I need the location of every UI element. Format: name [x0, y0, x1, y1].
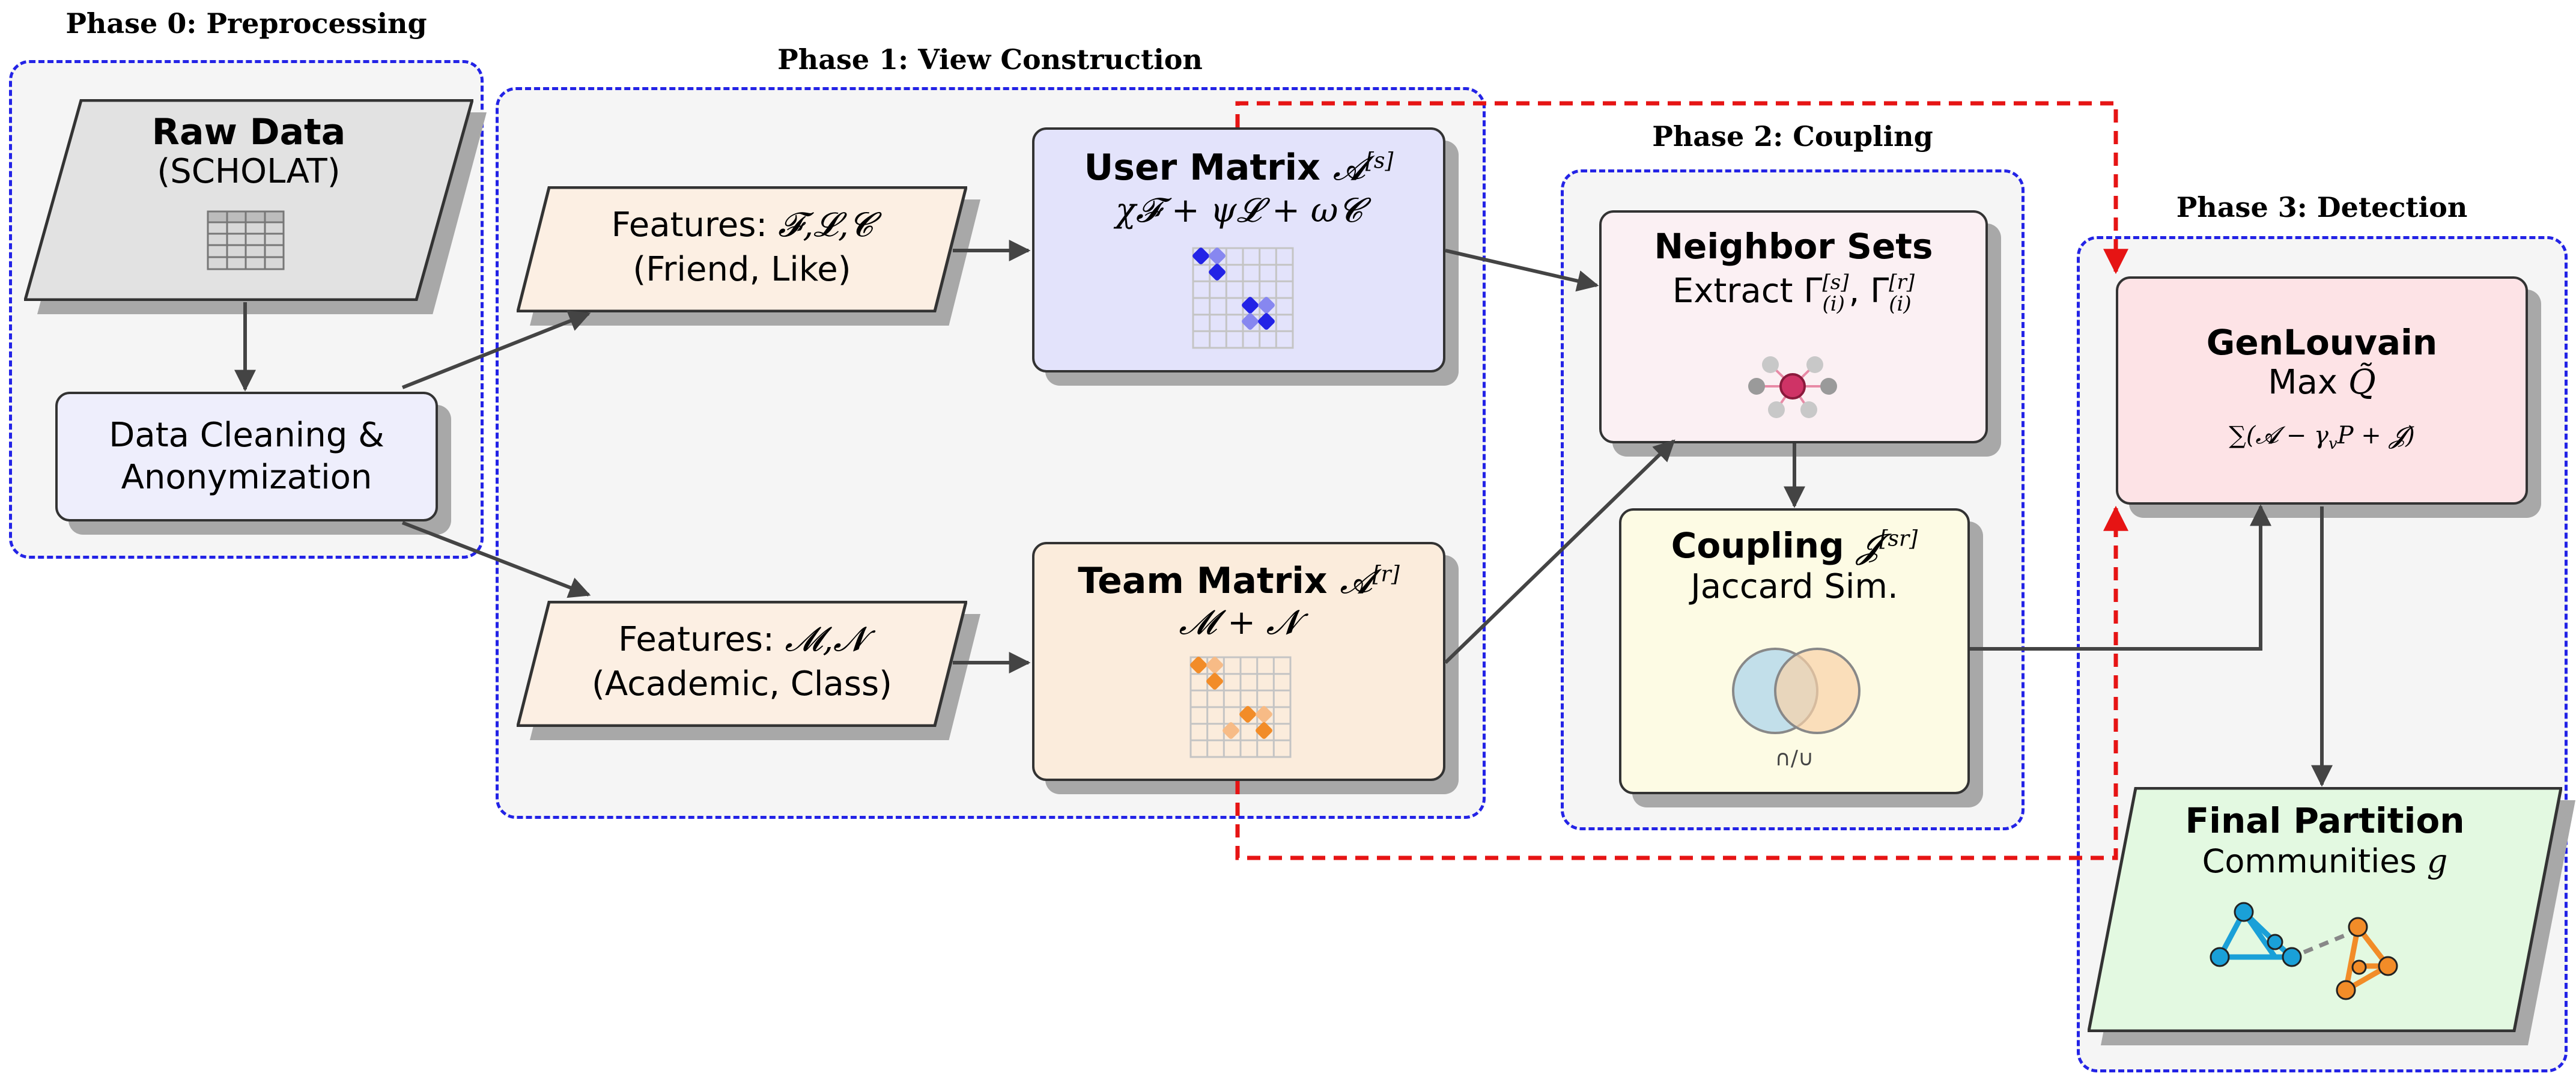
- table-icon: [207, 210, 285, 270]
- neighbor-gamma-r: Γ: [1870, 272, 1889, 311]
- data-cleaning-line2: Anonymization: [121, 458, 372, 497]
- user-matrix-node: User Matrix 𝓐[s] χ𝓕 + ψ𝓛 + ω𝓒: [1032, 127, 1445, 372]
- coupling-node: Coupling 𝓙[sr] Jaccard Sim. ∩/∪: [1619, 508, 1970, 794]
- features-user-node: Features: 𝓕,𝓛,𝓒 (Friend, Like): [517, 186, 980, 326]
- genlouvain-title: GenLouvain: [2206, 322, 2438, 363]
- raw-data-node: Raw Data (SCHOLAT): [24, 99, 487, 314]
- phase2-title: Phase 2: Coupling: [1652, 120, 1933, 153]
- arrow-team-matrix-to-neighbor: [1444, 439, 1675, 664]
- venn-icon: [1732, 648, 1861, 734]
- arrow-coupling-to-genlouvain: [1970, 504, 2271, 651]
- phase1-title: Phase 1: View Construction: [777, 43, 1203, 76]
- coupling-symbol: 𝓙: [1856, 527, 1880, 566]
- genlouvain-node: GenLouvain Max Q̃ ∑(𝓐 − γvP + 𝓙): [2116, 276, 2528, 505]
- features-team-node: Features: 𝓜,𝓝 (Academic, Class): [517, 601, 980, 740]
- genlouvain-formula-sub: v: [2328, 435, 2338, 453]
- features-team-label: Features:: [618, 620, 785, 659]
- team-matrix-formula: 𝓜 + 𝓝: [1179, 603, 1299, 642]
- phase0-title: Phase 0: Preprocessing: [65, 7, 427, 40]
- raw-data-title: Raw Data: [151, 111, 346, 153]
- team-matrix-node: Team Matrix 𝓐[r] 𝓜 + 𝓝: [1032, 542, 1445, 781]
- neighbor-sets-title: Neighbor Sets: [1654, 226, 1933, 267]
- neighbor-sup-r: [r]: [1889, 270, 1915, 294]
- phase3-title: Phase 3: Detection: [2176, 191, 2468, 223]
- neighbor-sub-i-r: (i): [1889, 292, 1912, 316]
- arrow-user-matrix-to-neighbor: [1445, 249, 1599, 292]
- features-user-sub: (Friend, Like): [633, 250, 851, 289]
- neighbor-sets-extract: Extract: [1672, 272, 1804, 311]
- neighbor-comma: ,: [1848, 272, 1871, 311]
- features-team-sub: (Academic, Class): [592, 664, 892, 704]
- team-matrix-grid-icon: [1189, 656, 1292, 758]
- team-matrix-sup: [r]: [1372, 562, 1400, 587]
- raw-data-subtitle: (SCHOLAT): [157, 152, 341, 191]
- arrow-cleaning-to-features-user: [401, 311, 591, 389]
- communities-graph-icon: [2210, 902, 2398, 1000]
- feedback-arrow-bottom: [1235, 505, 2128, 860]
- data-cleaning-node: Data Cleaning & Anonymization: [55, 392, 438, 521]
- neighbor-sub-i-s: (i): [1822, 292, 1845, 316]
- neighbor-graph-icon: [1748, 356, 1837, 418]
- venn-label: ∩/∪: [1775, 746, 1814, 771]
- features-team-symbols: 𝓜,𝓝: [785, 620, 866, 659]
- user-matrix-title: User Matrix: [1084, 147, 1333, 189]
- neighbor-sets-node: Neighbor Sets Extract Γ[s](i), Γ[r](i): [1599, 210, 1988, 443]
- genlouvain-max-label: Max: [2268, 363, 2348, 402]
- arrow-cleaning-to-features-team: [401, 521, 591, 598]
- coupling-subtitle: Jaccard Sim.: [1690, 567, 1898, 606]
- feedback-arrow-top: [1235, 101, 2128, 275]
- genlouvain-formula: ∑(𝓐 − γ: [2229, 422, 2328, 449]
- team-matrix-symbol: 𝓐: [1340, 562, 1373, 601]
- final-partition-subtitle: Communities: [2202, 842, 2427, 880]
- features-user-symbols: 𝓕,𝓛,𝓒: [778, 205, 873, 245]
- user-matrix-symbol: 𝓐: [1332, 149, 1365, 188]
- coupling-sup: [sr]: [1879, 526, 1918, 552]
- genlouvain-formula-end: P + 𝓙): [2337, 422, 2415, 449]
- coupling-title: Coupling: [1671, 525, 1856, 566]
- features-user-label: Features:: [611, 205, 779, 245]
- final-partition-g: g: [2426, 842, 2448, 880]
- user-matrix-sup: [s]: [1365, 148, 1394, 174]
- team-matrix-title: Team Matrix: [1078, 560, 1340, 602]
- data-cleaning-line1: Data Cleaning &: [109, 416, 384, 455]
- neighbor-sup-s: [s]: [1822, 270, 1849, 294]
- final-partition-title: Final Partition: [2185, 800, 2465, 841]
- final-partition-node: Final Partition Communities g: [2088, 787, 2575, 1045]
- neighbor-gamma-s: Γ: [1803, 272, 1823, 311]
- user-matrix-grid-icon: [1192, 247, 1294, 349]
- genlouvain-q: Q̃: [2348, 363, 2376, 402]
- user-matrix-formula: χ𝓕 + ψ𝓛 + ω𝓒: [1115, 191, 1362, 230]
